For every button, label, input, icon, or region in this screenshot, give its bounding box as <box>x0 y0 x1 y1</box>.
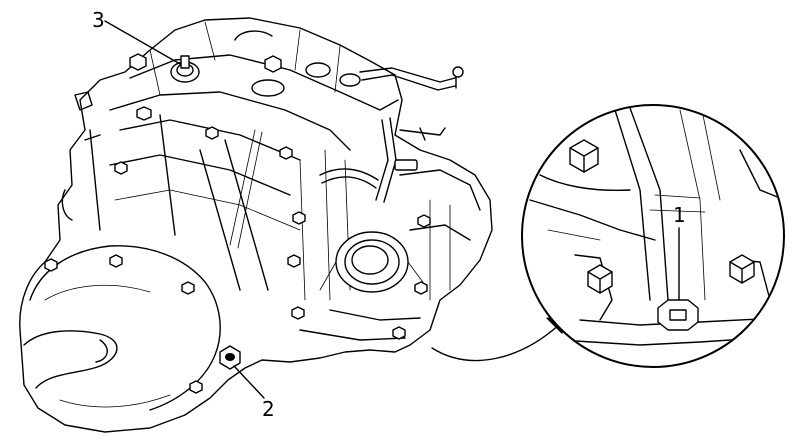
gearbox-housing <box>19 17 493 433</box>
svg-text:2: 2 <box>262 397 275 421</box>
drain-plug <box>219 345 241 370</box>
callout-2: 2 <box>233 365 275 421</box>
callout-3: 3 <box>92 8 181 65</box>
svg-text:1: 1 <box>673 203 686 227</box>
svg-text:3: 3 <box>92 8 105 32</box>
detail-magnifier <box>521 104 785 368</box>
level-plug <box>657 299 699 331</box>
filler-plug <box>170 55 200 83</box>
callout-1: 1 <box>673 203 686 301</box>
housing-bolts <box>44 53 431 394</box>
